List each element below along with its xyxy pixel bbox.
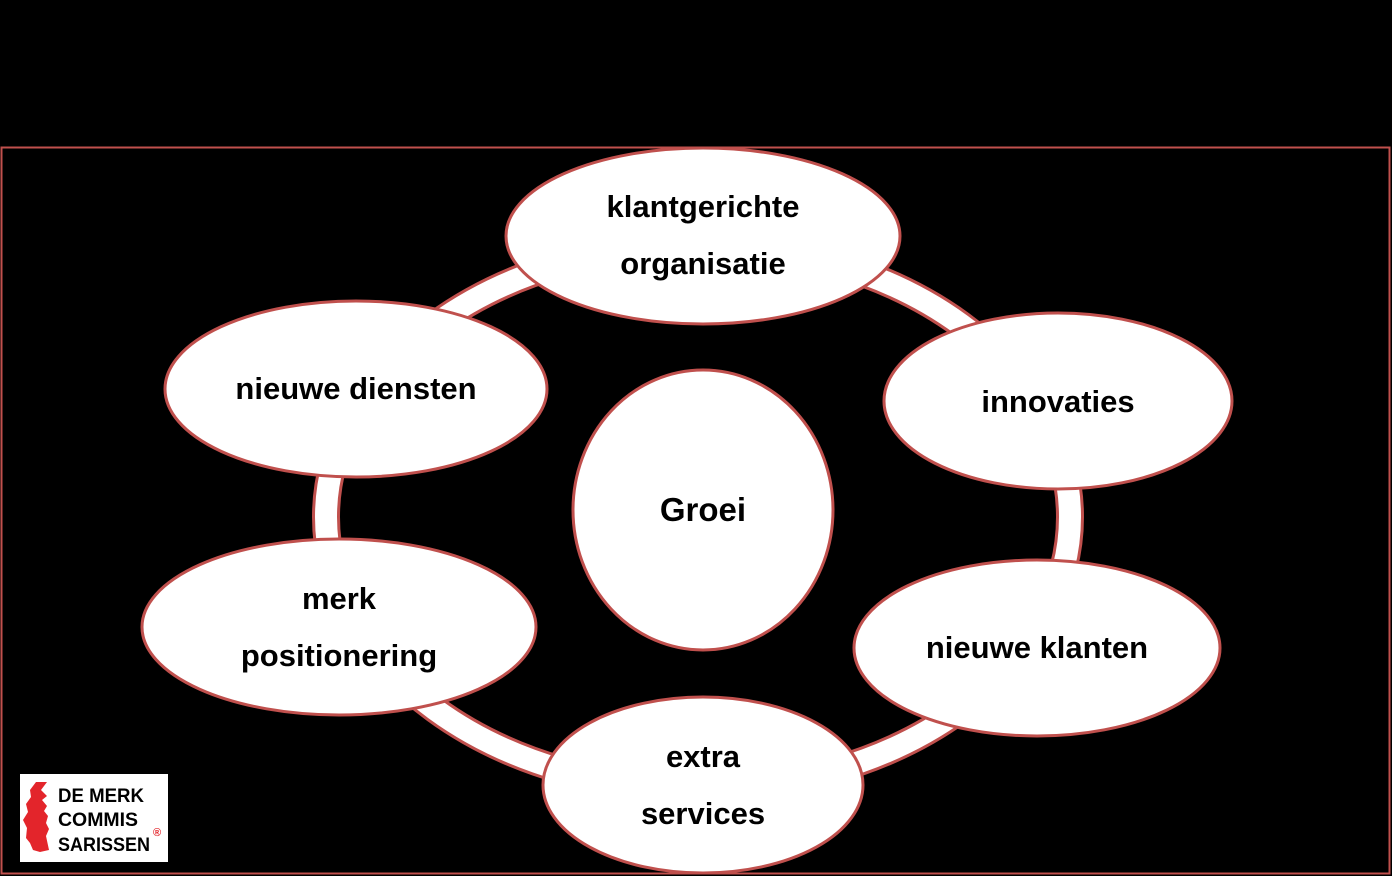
center-node-groei: Groei: [571, 368, 835, 652]
node-klantgerichte-organisatie: klantgerichte organisatie: [504, 146, 902, 326]
node-label-line: nieuwe diensten: [235, 371, 476, 406]
node-label-line: services: [641, 796, 765, 831]
company-logo: DE MERK COMMIS SARISSEN ®: [20, 774, 168, 862]
node-label-line: innovaties: [981, 384, 1134, 419]
registered-mark: ®: [153, 827, 161, 839]
node-nieuwe-diensten: nieuwe diensten: [163, 299, 549, 479]
node-label-line: organisatie: [620, 246, 785, 281]
logo-line: COMMIS: [58, 810, 138, 831]
node-nieuwe-klanten: nieuwe klanten: [852, 558, 1222, 738]
node-label-line: positionering: [241, 638, 437, 673]
node-extra-services: extra services: [541, 695, 865, 875]
logo-line: DE MERK: [58, 786, 144, 807]
logo-line: SARISSEN: [58, 835, 150, 856]
node-merk-positionering: merk positionering: [140, 537, 538, 717]
node-innovaties: innovaties: [882, 311, 1234, 491]
node-label-line: klantgerichte: [607, 189, 800, 224]
node-label-line: nieuwe klanten: [926, 630, 1148, 665]
node-label-line: extra: [666, 739, 741, 774]
center-label: Groei: [660, 491, 746, 528]
head-profile-icon: [23, 782, 49, 852]
node-label-line: merk: [302, 581, 377, 616]
